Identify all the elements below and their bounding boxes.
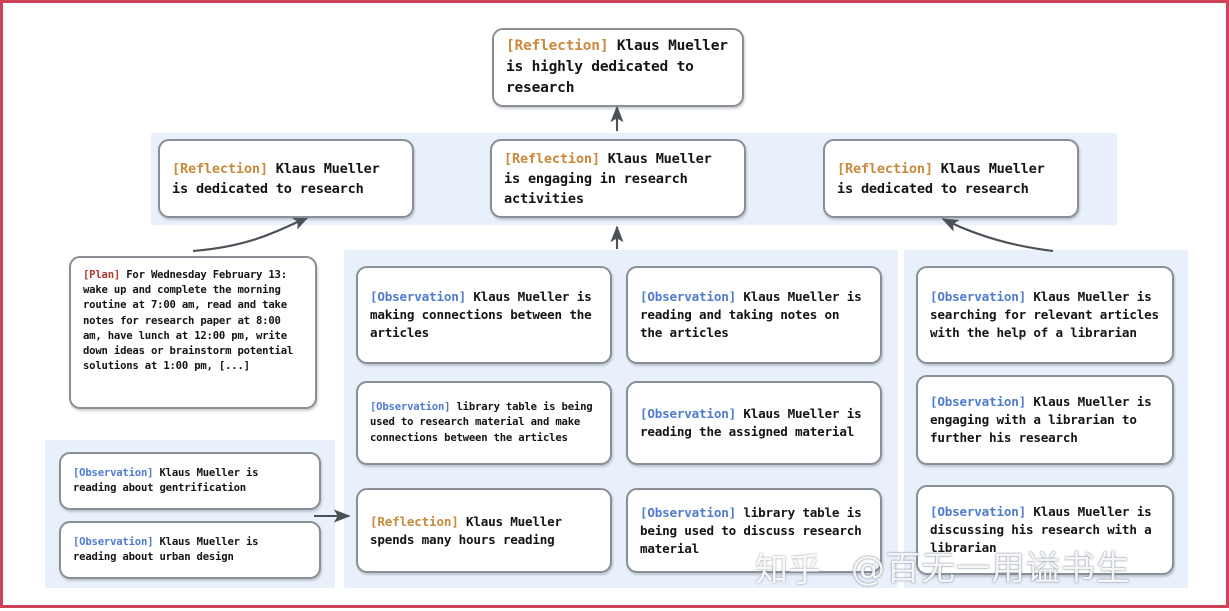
node-reflection-1[interactable]: [Reflection] Klaus Mueller is dedicated …	[158, 139, 414, 218]
diagram-canvas: [Reflection] Klaus Mueller is highly ded…	[3, 3, 1226, 605]
node-plan[interactable]: [Plan] For Wednesday February 13: wake u…	[69, 256, 317, 409]
tag-observation: [Observation]	[370, 289, 466, 304]
node-text: [Observation] Klaus Mueller is searching…	[918, 288, 1172, 342]
node-text: [Reflection] Klaus Mueller is dedicated …	[160, 159, 412, 199]
tag-observation: [Observation]	[640, 406, 736, 421]
node-column-b-1[interactable]: [Observation] Klaus Mueller is reading a…	[626, 266, 882, 364]
node-root-reflection[interactable]: [Reflection] Klaus Mueller is highly ded…	[492, 28, 744, 107]
node-text: [Reflection] Klaus Mueller is engaging i…	[492, 149, 744, 209]
tag-observation: [Observation]	[930, 504, 1026, 519]
node-text: [Reflection] Klaus Mueller spends many h…	[358, 513, 610, 549]
node-text: [Reflection] Klaus Mueller is dedicated …	[825, 159, 1077, 199]
node-column-c-2[interactable]: [Observation] Klaus Mueller is engaging …	[916, 375, 1174, 465]
node-reflection-3[interactable]: [Reflection] Klaus Mueller is dedicated …	[823, 139, 1079, 218]
tag-reflection: [Reflection]	[506, 38, 608, 54]
tag-observation: [Observation]	[640, 505, 736, 520]
node-text: [Plan] For Wednesday February 13: wake u…	[71, 258, 315, 374]
node-column-c-1[interactable]: [Observation] Klaus Mueller is searching…	[916, 266, 1174, 364]
node-text: [Observation] Klaus Mueller is engaging …	[918, 393, 1172, 447]
watermark-handle: @百无一用谥书生	[851, 541, 1131, 590]
node-text: [Observation] Klaus Mueller is reading t…	[628, 405, 880, 441]
node-body: For Wednesday February 13: wake up and c…	[83, 269, 299, 372]
node-column-a-3[interactable]: [Reflection] Klaus Mueller spends many h…	[356, 488, 612, 573]
node-left-observation-2[interactable]: [Observation] Klaus Mueller is reading a…	[59, 521, 321, 579]
node-column-b-3[interactable]: [Observation] library table is being use…	[626, 488, 882, 573]
node-text: [Observation] Klaus Mueller is reading a…	[61, 466, 319, 496]
tag-reflection: [Reflection]	[370, 514, 459, 529]
tag-reflection: [Reflection]	[172, 161, 268, 177]
tag-observation: [Observation]	[930, 394, 1026, 409]
node-text: [Observation] Klaus Mueller is reading a…	[61, 535, 319, 565]
node-text: [Observation] Klaus Mueller is reading a…	[628, 288, 880, 342]
node-column-a-2[interactable]: [Observation] library table is being use…	[356, 381, 612, 465]
tag-observation: [Observation]	[930, 289, 1026, 304]
tag-reflection: [Reflection]	[837, 161, 933, 177]
node-text: [Observation] library table is being use…	[358, 400, 610, 446]
node-column-a-1[interactable]: [Observation] Klaus Mueller is making co…	[356, 266, 612, 364]
tag-observation: [Observation]	[73, 536, 153, 548]
tag-observation: [Observation]	[370, 401, 450, 413]
node-text: [Observation] Klaus Mueller is making co…	[358, 288, 610, 342]
tag-observation: [Observation]	[73, 467, 153, 479]
node-left-observation-1[interactable]: [Observation] Klaus Mueller is reading a…	[59, 452, 321, 510]
node-reflection-2[interactable]: [Reflection] Klaus Mueller is engaging i…	[490, 139, 746, 218]
node-text: [Reflection] Klaus Mueller is highly ded…	[494, 36, 742, 99]
tag-plan: [Plan]	[83, 269, 120, 281]
tag-reflection: [Reflection]	[504, 151, 600, 167]
node-column-b-2[interactable]: [Observation] Klaus Mueller is reading t…	[626, 381, 882, 465]
watermark-logo: 知乎	[755, 543, 821, 591]
node-text: [Observation] library table is being use…	[628, 504, 880, 558]
tag-observation: [Observation]	[640, 289, 736, 304]
